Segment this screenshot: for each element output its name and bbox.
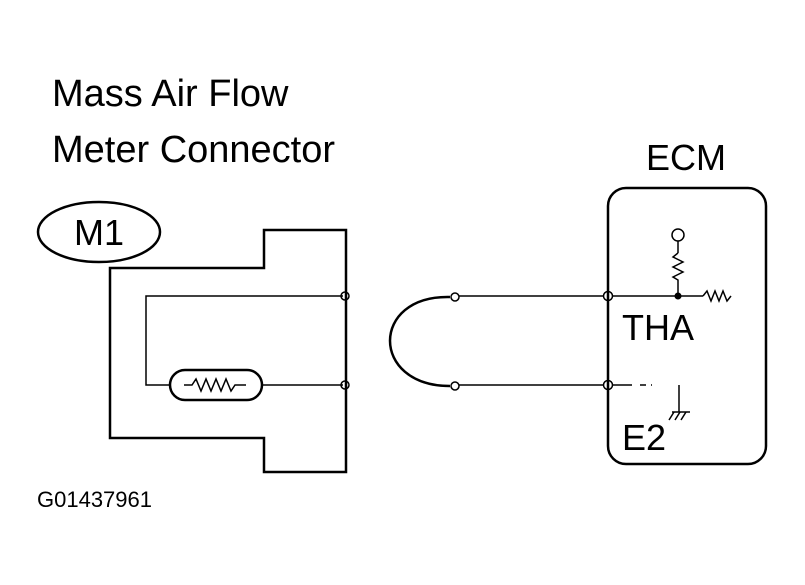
- connector-body: [108, 228, 348, 474]
- badge-label: M1: [74, 212, 124, 253]
- thermistor-capsule: [168, 368, 264, 402]
- terminal-e2-label: E2: [622, 417, 666, 458]
- internal-wire-upper: [145, 295, 343, 386]
- ground-icon: [668, 385, 690, 421]
- harness-loop: [388, 295, 451, 388]
- title-line-1: Mass Air Flow: [52, 73, 289, 115]
- supply-terminal-icon: [671, 228, 685, 242]
- resistor-icon: [184, 377, 246, 393]
- ecm-outline: [606, 186, 768, 466]
- ecm-box: ECM: [606, 137, 768, 466]
- resistor-icon: [702, 288, 732, 304]
- title-line-2: Meter Connector: [52, 129, 335, 171]
- figure-code: G01437961: [37, 487, 152, 512]
- terminal-icon: [450, 292, 460, 302]
- badge-outline: [36, 200, 162, 264]
- terminal-tha-label: THA: [622, 307, 694, 348]
- terminal-icon: [450, 381, 460, 391]
- resistor-icon: [671, 252, 685, 296]
- terminal-icon: [340, 380, 350, 390]
- terminal-icon: [340, 291, 350, 301]
- connector-badge: M1: [36, 200, 162, 264]
- ecm-label: ECM: [646, 137, 726, 178]
- thermistor-icon: [168, 368, 264, 402]
